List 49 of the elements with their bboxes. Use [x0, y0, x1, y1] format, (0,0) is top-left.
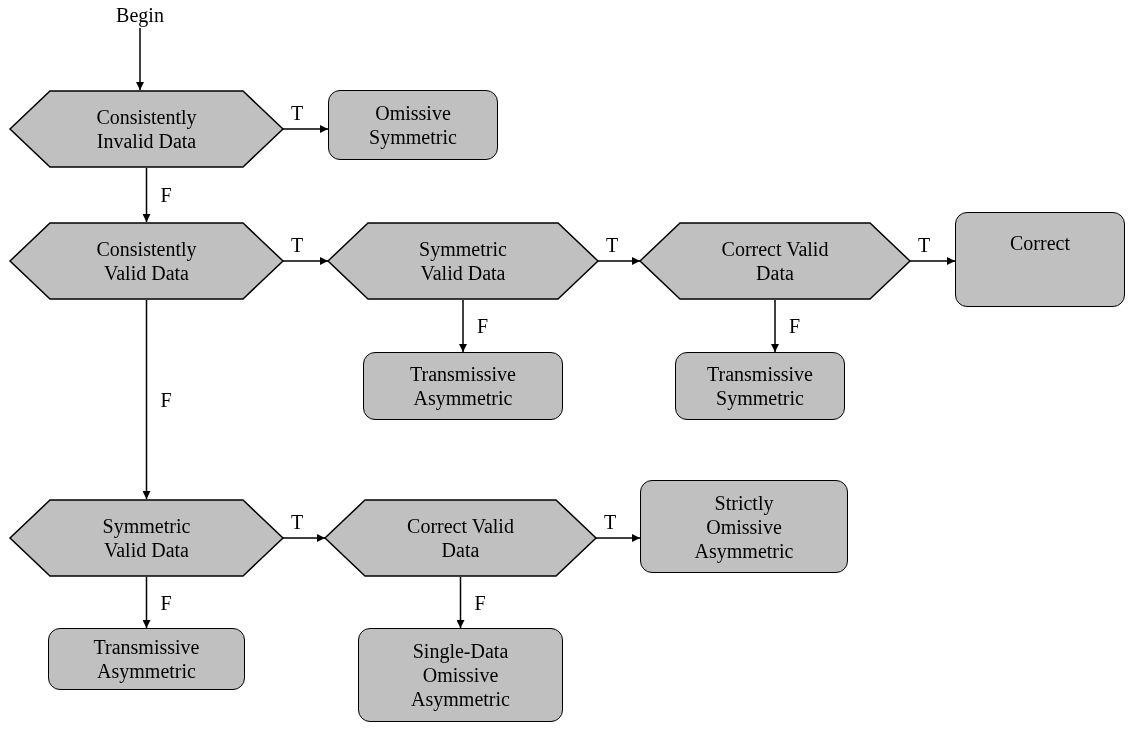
arrow — [142, 167, 151, 223]
edge-label: T — [291, 512, 304, 532]
decision-hexagon — [10, 499, 283, 577]
arrow — [142, 299, 151, 500]
node-label: Transmissive Asymmetric — [409, 362, 517, 410]
node-label: Symmetric Valid Data — [418, 237, 508, 285]
node-label: Omissive Symmetric — [368, 101, 458, 149]
result-box — [675, 352, 845, 420]
result-box — [363, 352, 563, 420]
node-label: Transmissive Symmetric — [706, 362, 814, 410]
node-label: Correct — [1010, 231, 1070, 255]
result-box — [640, 480, 848, 573]
edge-label: T — [291, 235, 304, 255]
edge-label: F — [789, 316, 801, 336]
arrow — [459, 299, 467, 353]
arrow — [142, 576, 151, 629]
arrow — [282, 125, 329, 133]
node-label: Consistently Invalid Data — [95, 105, 198, 153]
node-label: Correct Valid Data — [720, 237, 830, 285]
result-box — [328, 90, 498, 160]
node-label: Consistently Valid Data — [95, 237, 198, 285]
arrow — [597, 257, 641, 265]
arrow — [282, 534, 326, 542]
arrow — [909, 257, 956, 265]
result-box — [48, 628, 245, 690]
result-box — [955, 212, 1125, 307]
decision-hexagon — [640, 222, 910, 300]
arrow — [456, 576, 465, 629]
result-box — [358, 628, 563, 722]
arrow — [771, 299, 779, 353]
node-label: Transmissive Asymmetric — [92, 635, 201, 683]
edge-label: T — [918, 235, 931, 255]
edge-label: T — [291, 103, 304, 123]
edge-label: T — [606, 235, 619, 255]
arrow — [136, 27, 144, 91]
start-label: Begin — [116, 3, 164, 27]
node-label: Single-Data Omissive Asymmetric — [410, 639, 511, 711]
arrow — [282, 257, 329, 265]
node-label: Correct Valid Data — [406, 514, 515, 562]
edge-label: F — [477, 316, 489, 336]
edge-label: T — [604, 512, 617, 532]
node-label: Strictly Omissive Asymmetric — [693, 490, 795, 563]
decision-hexagon — [10, 90, 283, 168]
edge-label: F — [160, 185, 172, 205]
decision-hexagon — [325, 499, 596, 577]
node-label: Symmetric Valid Data — [101, 514, 192, 562]
decision-hexagon — [328, 222, 598, 300]
decision-hexagon — [10, 222, 283, 300]
arrow — [595, 534, 641, 542]
